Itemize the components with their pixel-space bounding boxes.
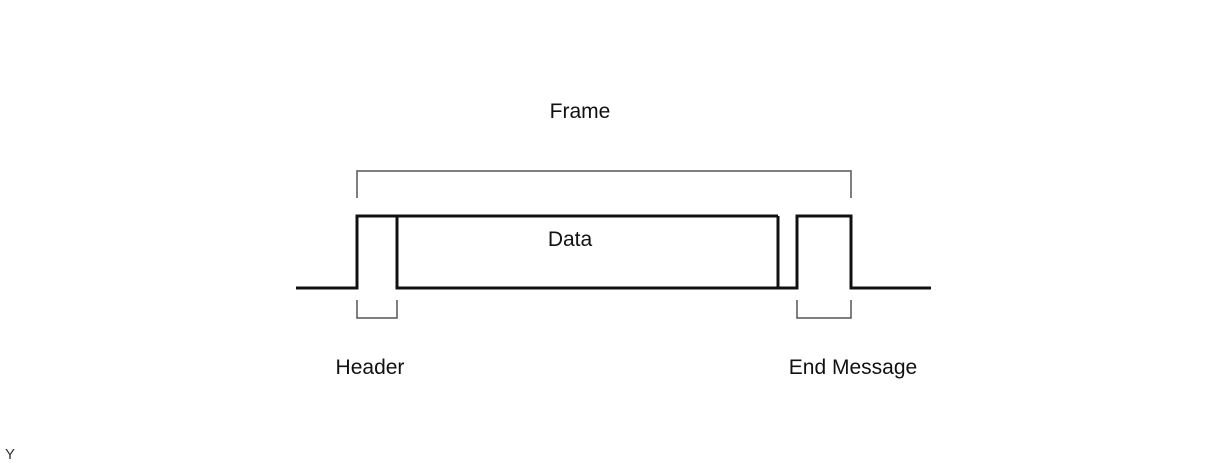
- frame-label: Frame: [550, 100, 611, 123]
- header-label: Header: [336, 356, 405, 379]
- data-label: Data: [548, 228, 593, 251]
- end-message-bracket: [796, 300, 852, 319]
- frame-bracket: [356, 170, 852, 198]
- corner-mark: Y: [5, 446, 15, 463]
- end-message-label: End Message: [789, 356, 917, 379]
- header-bracket: [356, 300, 398, 319]
- signal-waveform: [296, 214, 931, 290]
